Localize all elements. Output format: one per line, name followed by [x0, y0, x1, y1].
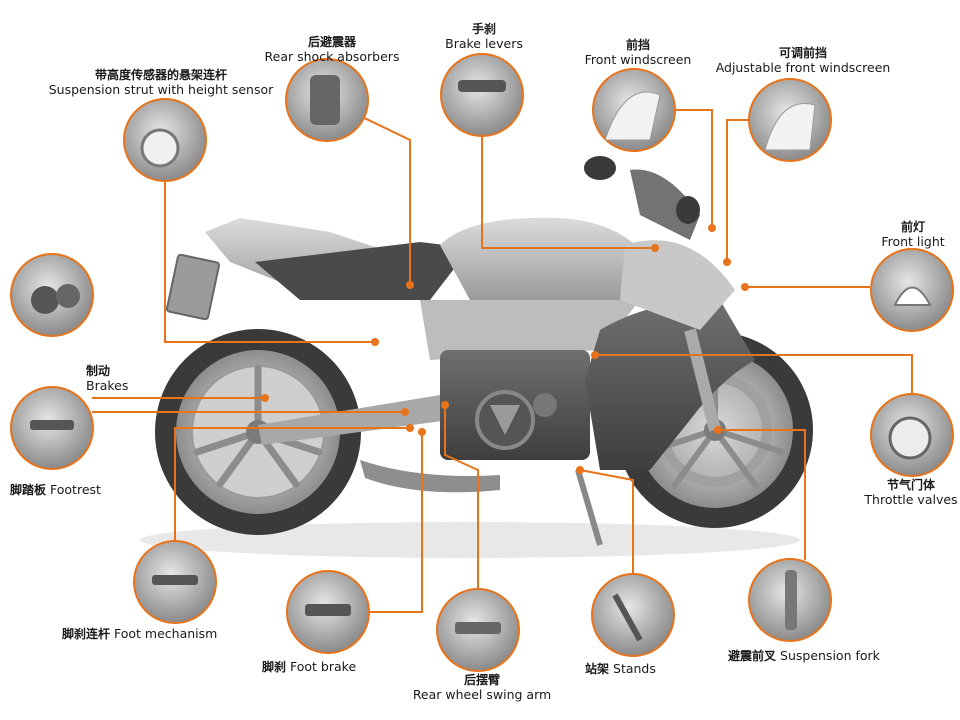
line-foot-mechanism [174, 427, 410, 552]
line-front-windscreen [676, 109, 713, 228]
thumb-suspension-strut [123, 98, 207, 182]
label-brakes: 制动 Brakes [86, 364, 129, 394]
thumb-adjustable-windscreen [748, 78, 832, 162]
line-stands [579, 469, 634, 578]
line-adjustable-windscreen [726, 119, 755, 262]
thumb-front-windscreen [592, 68, 676, 152]
label-front-light: 前灯 Front light [881, 220, 945, 250]
thumb-brakes [10, 253, 94, 337]
label-rear-shock-absorbers: 后避震器 Rear shock absorbers [264, 35, 400, 65]
motorcycle-illustration [140, 156, 813, 558]
detail-thumbnails [10, 53, 954, 672]
thumb-front-light [870, 248, 954, 332]
thumb-foot-mechanism [133, 540, 217, 624]
line-throttle [595, 354, 913, 395]
thumb-foot-brake [286, 570, 370, 654]
label-brake-levers: 手刹 Brake levers [445, 22, 523, 52]
thumb-suspension-fork [748, 558, 832, 642]
engine [440, 350, 590, 460]
line-suspension-fork [718, 429, 806, 560]
anchor-dots [261, 224, 749, 474]
line-foot-brake [368, 432, 423, 613]
thumb-brake-levers [440, 53, 524, 137]
thumb-footrest [10, 386, 94, 470]
label-suspension-strut: 带高度传感器的悬架连杆 Suspension strut with height… [48, 68, 274, 98]
label-front-windscreen: 前挡 Front windscreen [584, 38, 692, 68]
thumb-rear-shock-absorbers [285, 58, 369, 142]
label-throttle-valves: 节气门体 Throttle valves [864, 478, 958, 508]
thumb-rear-wheel-swing-arm [436, 588, 520, 672]
label-adjustable-front-windscreen: 可调前挡 Adjustable front windscreen [715, 46, 891, 76]
thumb-throttle-valves [870, 393, 954, 477]
line-brake-levers [481, 135, 655, 249]
label-rear-wheel-swing-arm: 后摆臂 Rear wheel swing arm [412, 673, 552, 703]
thumb-stands [591, 573, 675, 657]
leader-lines [92, 99, 913, 613]
line-suspension-strut [164, 180, 375, 343]
line-swing-arm [444, 405, 479, 590]
